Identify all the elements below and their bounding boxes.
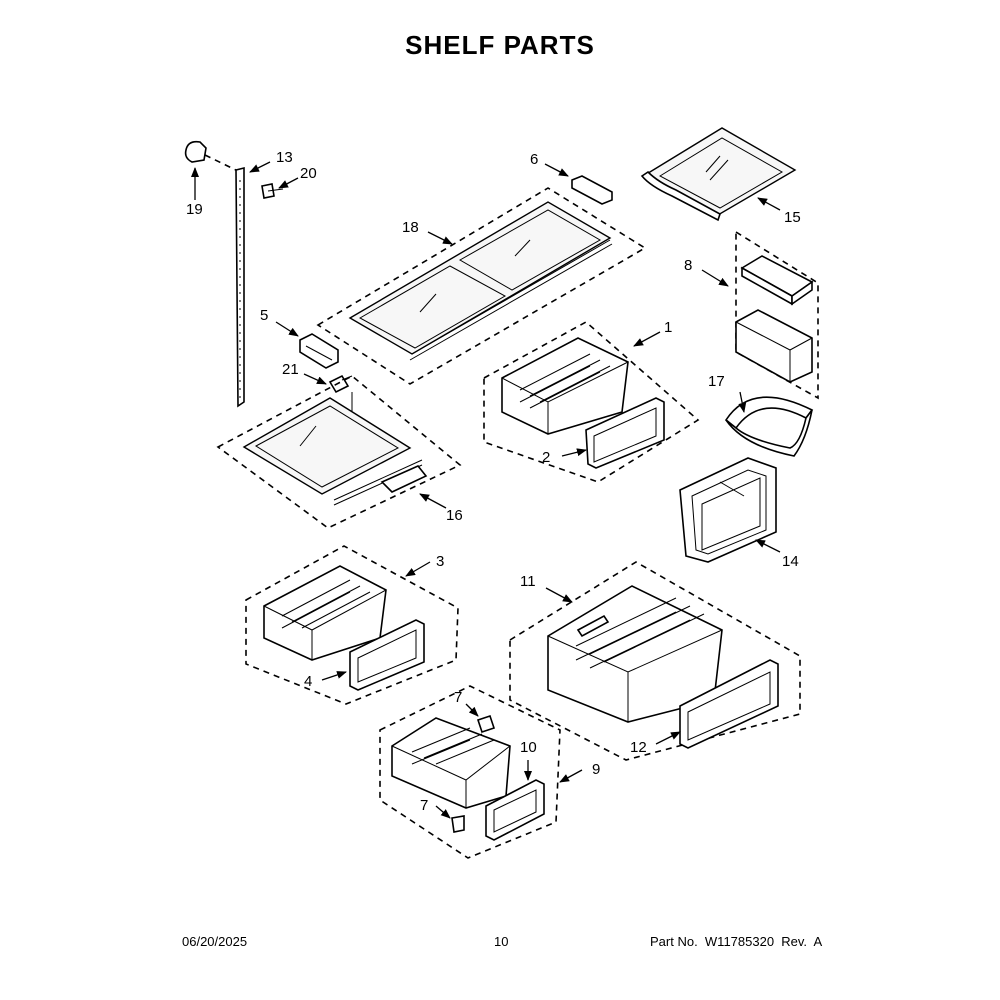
- part-5-trim-end: [299, 333, 339, 369]
- callout-19: 19: [186, 201, 203, 218]
- callout-9: 9: [592, 761, 600, 778]
- callout-5: 5: [260, 307, 268, 324]
- page-title: SHELF PARTS: [405, 30, 595, 60]
- part-20-screw: [261, 183, 284, 199]
- callout-20: 20: [300, 165, 317, 182]
- callout-12: 12: [630, 739, 647, 756]
- callout-14: 14: [782, 553, 799, 570]
- callout-6: 6: [530, 151, 538, 168]
- footer-date: 06/20/2025: [182, 934, 248, 949]
- part-21-clip: [328, 374, 353, 394]
- footer-page-number: 10: [494, 934, 509, 949]
- part-1-crisper-drawer-group: [483, 321, 700, 483]
- callout-7a: 7: [454, 689, 462, 706]
- part-13-support-rail: [235, 166, 245, 408]
- callout-4: 4: [304, 673, 312, 690]
- callout-17: 17: [708, 373, 725, 390]
- part-3-drawer-group: [245, 545, 459, 705]
- part-14-drawer-frame: [679, 457, 777, 563]
- part-9-small-drawer-group: [379, 685, 561, 859]
- part-11-large-drawer-group: [509, 561, 801, 761]
- callout-8: 8: [684, 257, 692, 274]
- part-19-rail-cap: [184, 140, 207, 163]
- part-18-glass-shelf-group: [316, 187, 647, 385]
- callout-15: 15: [784, 209, 801, 226]
- callout-3: 3: [436, 553, 444, 570]
- part-16-glass-shelf-group: [216, 375, 462, 529]
- callout-13: 13: [276, 149, 293, 166]
- callout-1: 1: [664, 319, 672, 336]
- callout-2: 2: [542, 449, 550, 466]
- callout-7b: 7: [420, 797, 428, 814]
- part-15-slide-shelf: [640, 127, 797, 222]
- callout-18: 18: [402, 219, 419, 236]
- footer-part-number: Part No. W11785320 Rev. A: [650, 934, 823, 949]
- callout-10: 10: [520, 739, 537, 756]
- part-8-dairy-bin: [735, 230, 819, 400]
- part-6-trim-end: [571, 175, 613, 205]
- part-17-cover: [724, 396, 814, 457]
- callout-21: 21: [282, 361, 299, 378]
- callout-11: 11: [520, 573, 536, 590]
- callout-16: 16: [446, 507, 463, 524]
